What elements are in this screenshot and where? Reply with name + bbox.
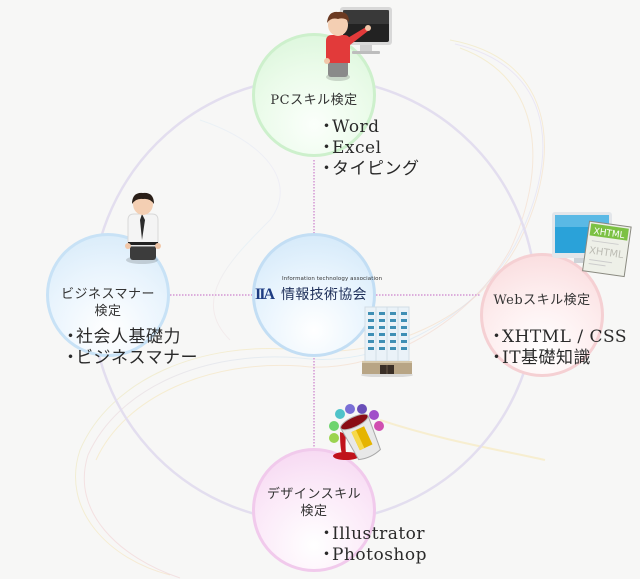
logo-subtitle: Information technology association <box>282 276 383 282</box>
monitor-xhtml-document-icon: XHTML XHTML <box>552 212 632 278</box>
xhtml-badge-text: XHTML <box>593 227 625 241</box>
node-pc-title: PCスキル検定 <box>270 93 358 108</box>
list-item: ・IT基礎知識 <box>488 348 592 368</box>
list-item: ・社会人基礎力 <box>62 327 181 347</box>
connector-lines <box>170 160 481 450</box>
list-item: ・Photoshop <box>318 545 427 565</box>
office-building-icon <box>361 306 413 377</box>
node-business-title-line1: ビジネスマナー <box>60 287 156 302</box>
business-skill-list: ・社会人基礎力 ・ビジネスマナー <box>62 327 198 369</box>
paint-bucket-icon <box>329 404 384 461</box>
person-at-monitor-icon <box>324 7 392 81</box>
list-item: ・Illustrator <box>318 524 426 544</box>
list-item: ・Excel <box>318 138 382 158</box>
design-skill-list: ・Illustrator ・Photoshop <box>318 524 427 566</box>
pc-skill-list: ・Word ・Excel ・タイピング <box>318 117 420 180</box>
association-logo: IIA Information technology association 情… <box>255 276 382 306</box>
list-item: ・ビジネスマナー <box>62 348 198 368</box>
node-business-title-line2: 検定 <box>94 304 122 319</box>
businessman-icon <box>125 192 161 264</box>
xhtml-watermark-text: XHTML <box>588 245 624 261</box>
node-pc-skill: PCスキル検定 <box>252 33 376 157</box>
list-item: ・タイピング <box>318 159 420 179</box>
node-web-skill: Webスキル検定 <box>480 253 604 377</box>
list-item: ・Word <box>318 117 380 137</box>
node-center-association <box>252 233 376 357</box>
logo-mark: IIA <box>255 286 275 303</box>
node-design-skill: デザインスキル 検定 <box>252 448 376 572</box>
logo-title: 情報技術協会 <box>281 287 367 303</box>
list-item: ・XHTML / CSS <box>488 327 627 347</box>
web-skill-list: ・XHTML / CSS ・IT基礎知識 <box>488 327 627 369</box>
node-design-title-line2: 検定 <box>300 504 328 519</box>
node-design-title-line1: デザインスキル <box>266 487 362 502</box>
node-web-title: Webスキル検定 <box>493 293 591 308</box>
